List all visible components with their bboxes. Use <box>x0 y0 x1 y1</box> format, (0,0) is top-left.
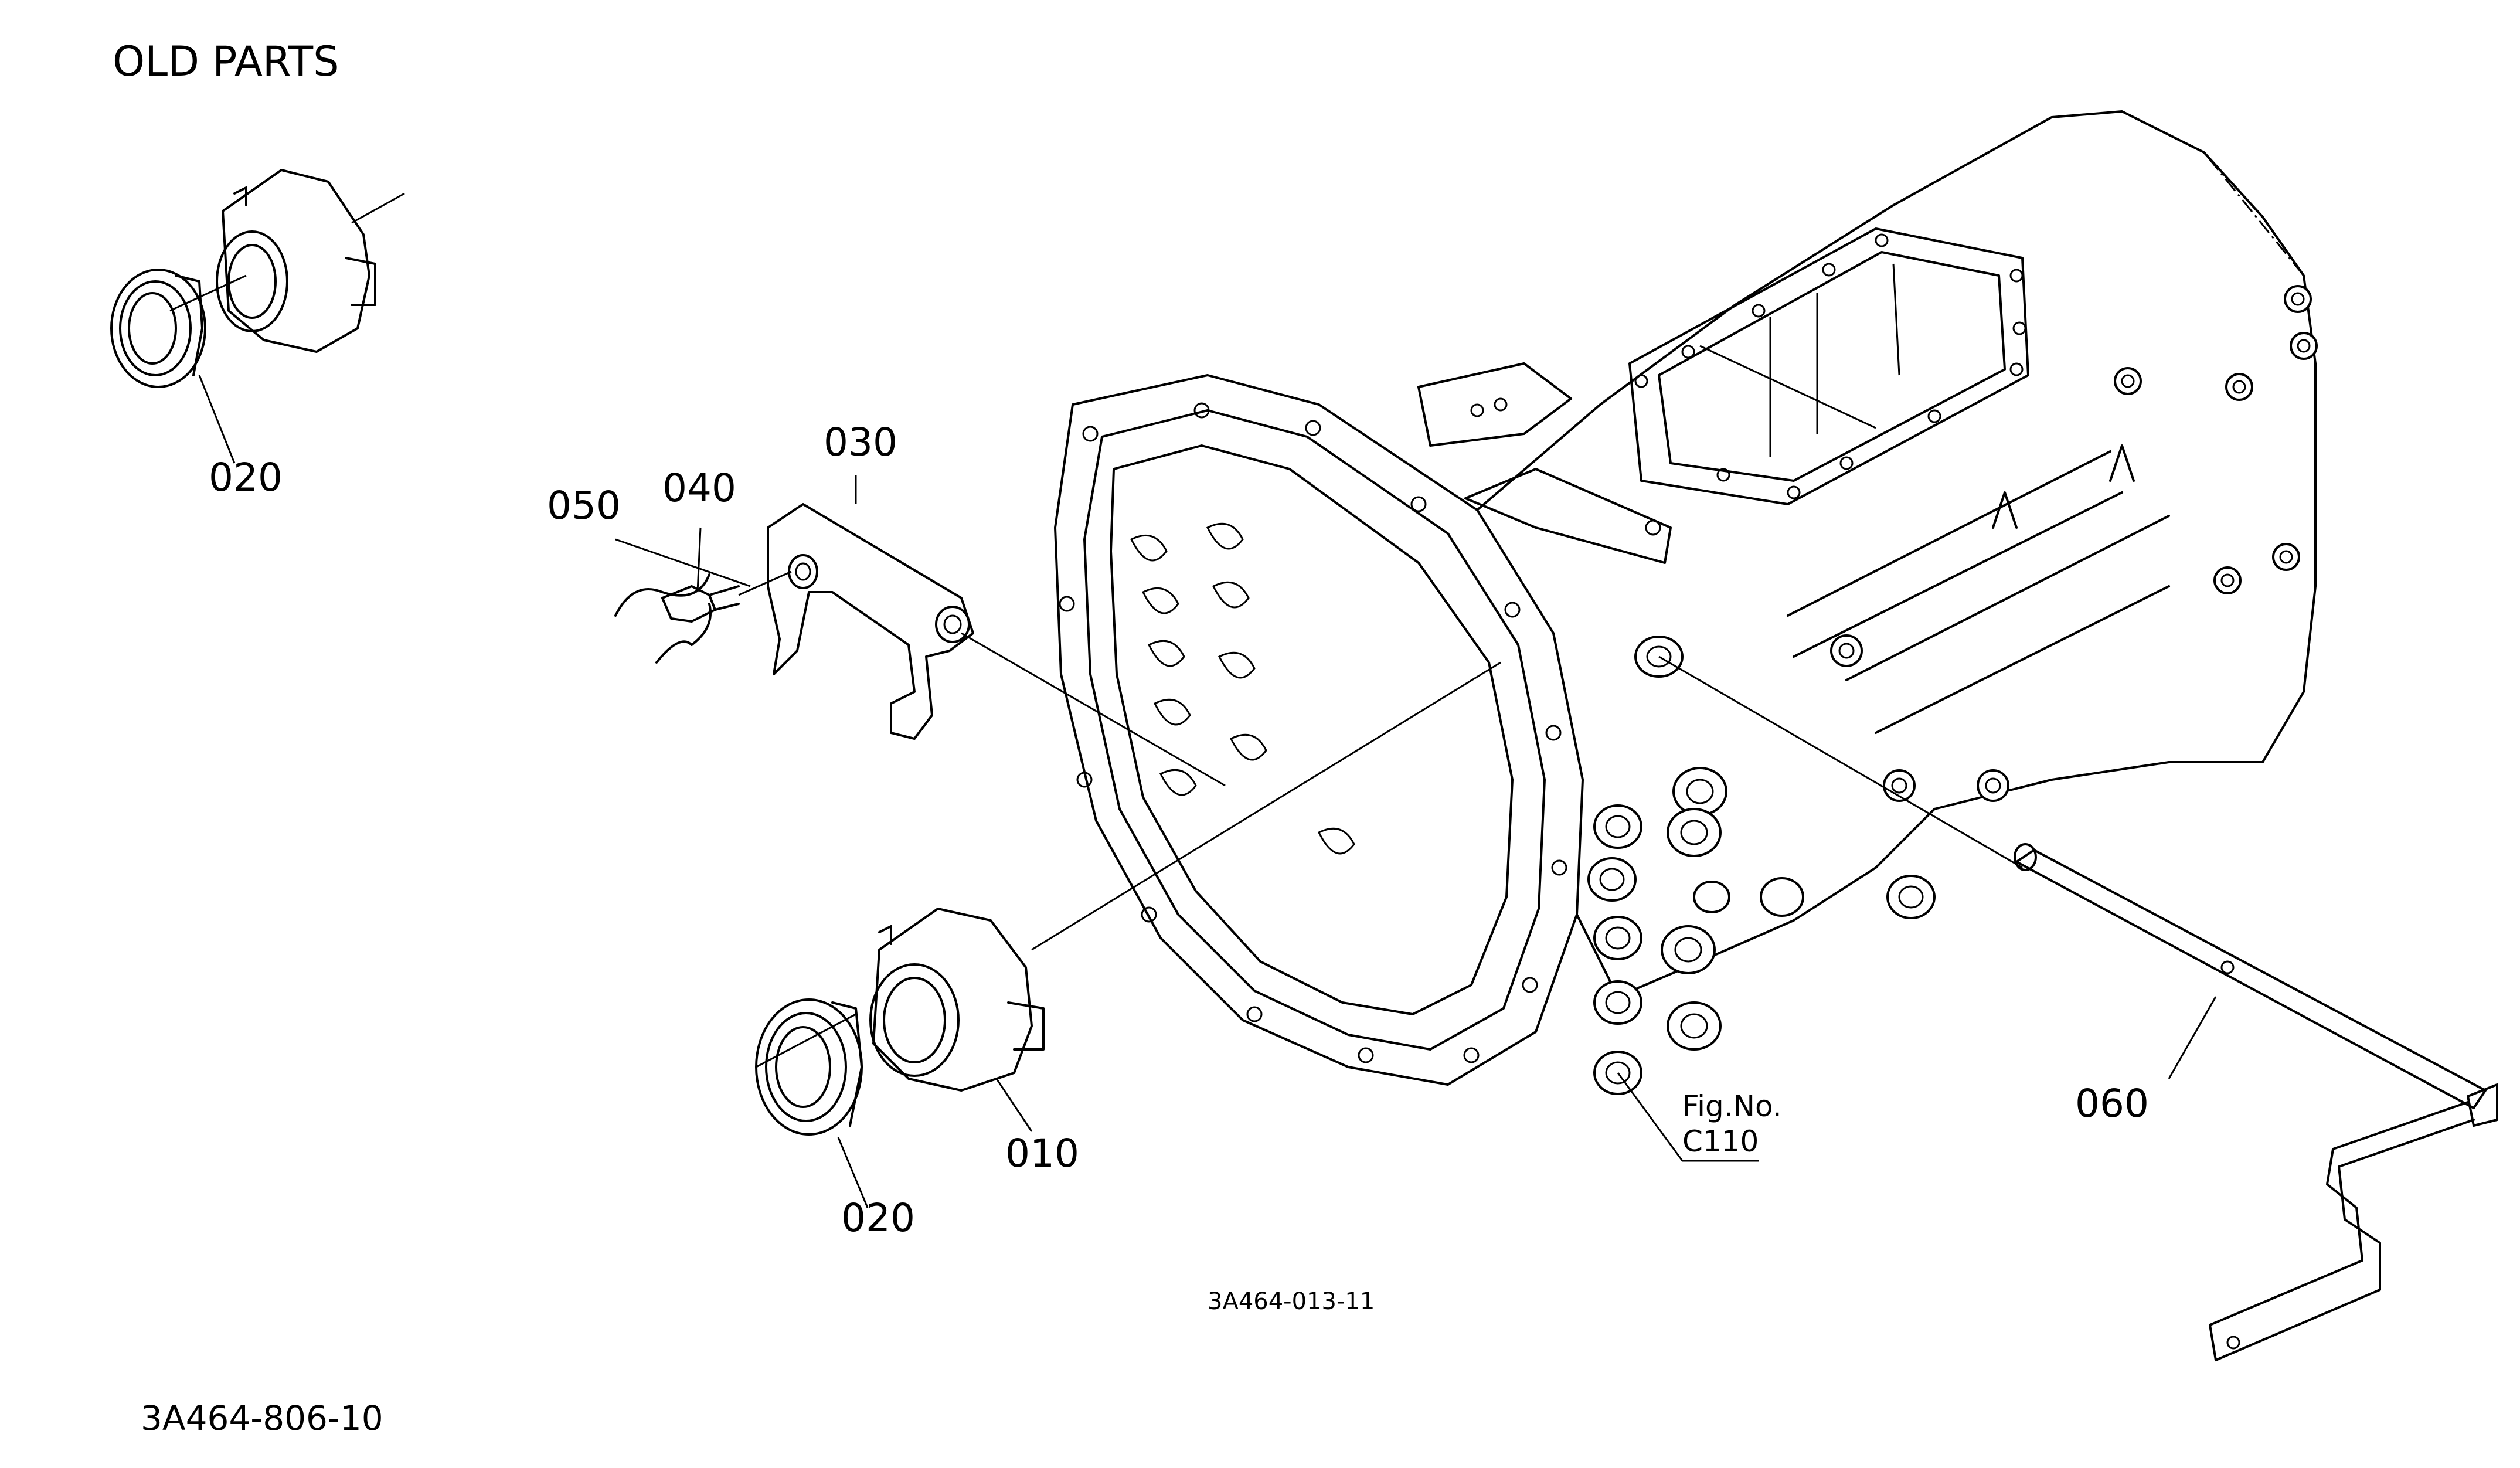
side-bosses <box>1830 285 2318 802</box>
callout-010: 010 <box>1005 1131 1079 1176</box>
transmission-housing <box>1054 110 2318 1095</box>
inner-ribs <box>1130 522 1355 855</box>
lock-wire <box>614 573 712 664</box>
bottom-boss-cluster <box>1587 767 1936 1095</box>
drawing-code: 3A464-806-10 <box>141 1398 383 1438</box>
callout-030: 030 <box>824 420 897 465</box>
figure-ref-number: C110 <box>1682 1124 1759 1158</box>
leader-lines <box>198 375 2217 1208</box>
fork-pin <box>661 570 792 623</box>
callout-040: 040 <box>662 465 736 511</box>
release-shaft <box>2014 843 2498 1361</box>
figure-code: 3A464-013-11 <box>1208 1288 1375 1315</box>
callout-020-top: 020 <box>209 455 283 500</box>
release-hub-old <box>216 169 376 353</box>
bearing-old <box>110 269 206 388</box>
page-title: OLD PARTS <box>113 38 339 86</box>
release-fork <box>767 503 974 740</box>
top-opening-bolts <box>1634 233 2026 499</box>
assembly-lines <box>169 192 2023 1068</box>
callout-060: 060 <box>2075 1081 2149 1126</box>
callout-050: 050 <box>547 483 621 528</box>
callout-020-bottom: 020 <box>841 1195 915 1241</box>
release-hub <box>869 908 1045 1092</box>
flange-bolt-holes <box>1059 402 1567 1063</box>
figure-ref-label: Fig.No. <box>1682 1089 1782 1123</box>
bearing <box>755 998 863 1136</box>
